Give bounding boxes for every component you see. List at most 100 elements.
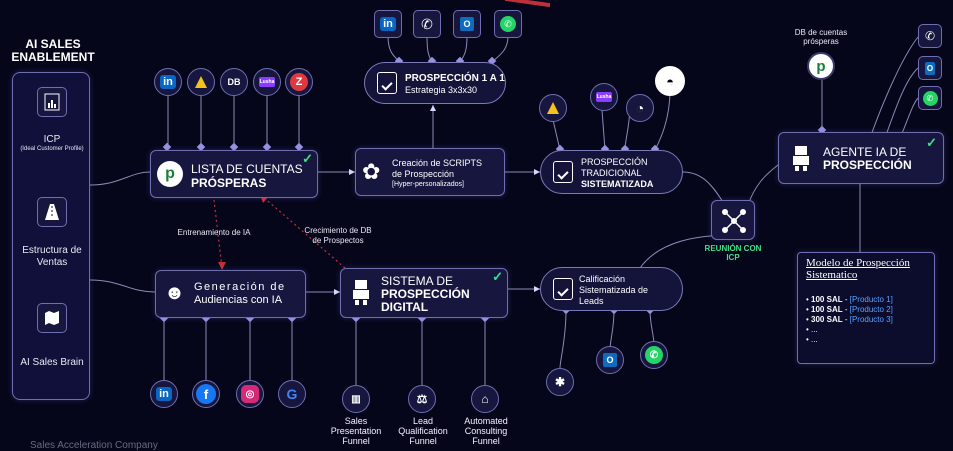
- whatsapp-icon: ✆: [918, 86, 942, 110]
- linkedin-icon-text: in: [160, 75, 176, 89]
- scripts-node[interactable]: ✿ Creación de SCRIPTS de Prospección [Hy…: [355, 148, 505, 196]
- modelo-item: • ...: [806, 325, 818, 334]
- whatsapp-icon: ✆: [494, 10, 522, 38]
- calificacion-line2: Sistematizada de: [579, 285, 649, 295]
- prosp-1a1-title: PROSPECCIÓN 1 A 1: [405, 73, 505, 84]
- ring-icon: ◔: [626, 94, 654, 122]
- chart-doc-icon: [37, 87, 67, 117]
- reunion-label: REUNIÓN CON ICP: [704, 244, 762, 262]
- tradicional-line2: TRADICIONAL: [581, 168, 642, 178]
- modelo-list: • 100 SAL - [Producto 1] • 100 SAL - [Pr…: [806, 295, 893, 345]
- apollo-icon: [539, 94, 567, 122]
- checklist-icon: [377, 72, 397, 94]
- sistema-line1: SISTEMA DE: [381, 274, 454, 288]
- openai-icon: ✿: [362, 159, 381, 184]
- footer-text: Sales Acceleration Company: [30, 440, 158, 451]
- modelo-qty: 100 SAL: [811, 295, 843, 304]
- icp-title: ICP: [43, 134, 61, 145]
- funnel-label-2: Lead Qualification Funnel: [398, 416, 448, 446]
- calificacion-leads-node[interactable]: Calificación Sistematizada de Leads: [540, 267, 683, 311]
- modelo-qty: 300 SAL: [811, 315, 843, 324]
- instagram-icon: ◎: [236, 380, 264, 408]
- left-panel: ICP (Ideal Customer Profile) Estructura …: [12, 72, 90, 400]
- agente-line1: AGENTE IA DE: [823, 145, 907, 159]
- ghost-icon: ◓: [655, 66, 685, 96]
- checklist-icon: [553, 278, 573, 300]
- robot-icon: [351, 279, 371, 310]
- ai-head-icon: ☻: [164, 282, 186, 304]
- lusha-icon: Lusha: [253, 68, 281, 96]
- left-panel-title-line2: ENABLEMENT: [11, 50, 95, 64]
- phone-icon: ✆: [413, 10, 441, 38]
- modelo-item: • 100 SAL - [Producto 2]: [806, 305, 893, 314]
- outlook-icon: O: [453, 10, 481, 38]
- lista-line2: PRÓSPERAS: [191, 176, 267, 190]
- checklist-icon: [553, 161, 573, 183]
- generacion-audiencias-node[interactable]: ☻ Generación de Audiencias con IA: [155, 270, 306, 318]
- prosp-1a1-sub: Estrategia 3x3x30: [405, 85, 478, 95]
- zoominfo-icon: Z: [285, 68, 313, 96]
- modelo-item: • 100 SAL - [Producto 1]: [806, 295, 893, 304]
- linkedin-icon: in: [150, 380, 178, 408]
- scripts-line2: de Prospección: [392, 169, 455, 179]
- zoominfo-icon-text: Z: [290, 73, 308, 91]
- prospeccion-1a1-node[interactable]: PROSPECCIÓN 1 A 1 Estrategia 3x3x30: [364, 62, 506, 104]
- lusha-icon-text: Lusha: [258, 77, 276, 87]
- road-icon: [37, 197, 67, 227]
- scripts-line1: Creación de SCRIPTS: [392, 158, 483, 168]
- modelo-qty: 100 SAL: [811, 305, 843, 314]
- bank-icon: ⌂: [471, 385, 499, 413]
- modelo-item: • ...: [806, 335, 818, 344]
- tradicional-line1: PROSPECCIÓN: [581, 157, 648, 167]
- linkedin-icon: in: [154, 68, 182, 96]
- lista-line1: LISTA DE CUENTAS: [191, 162, 303, 176]
- facebook-icon: f: [192, 380, 220, 408]
- funnel-label-1: Sales Presentation Funnel: [330, 416, 382, 446]
- generacion-line2: Audiencias con IA: [194, 294, 283, 306]
- map-icon: [37, 303, 67, 333]
- check-icon: ✓: [492, 269, 503, 284]
- structure-label: Estructura de Ventas: [22, 245, 82, 268]
- modelo-product: [Producto 2]: [849, 305, 893, 314]
- scripts-line3: [Hyper-personalizados]: [392, 181, 464, 188]
- crecimiento-label: Crecimiento de DB de Prospectos: [304, 226, 372, 245]
- agente-ia-node[interactable]: AGENTE IA DE PROSPECCIÓN ✓: [778, 132, 944, 184]
- reunion-node[interactable]: [711, 200, 755, 240]
- agente-line2: PROSPECCIÓN: [823, 158, 912, 172]
- outlook-icon: O: [596, 346, 624, 374]
- check-icon: ✓: [926, 135, 937, 150]
- calificacion-line1: Calificación: [579, 274, 626, 284]
- outlook-icon: O: [918, 56, 942, 80]
- modelo-prospeccion-box: Modelo de Prospección Sistematico • 100 …: [797, 252, 935, 364]
- network-icon: [721, 208, 747, 239]
- sistema-line3: DIGITAL: [381, 300, 429, 314]
- database-icon-text: DB: [227, 77, 241, 87]
- lista-cuentas-node[interactable]: p LISTA DE CUENTAS PRÓSPERAS ✓: [150, 150, 318, 198]
- robot-icon: [791, 145, 811, 176]
- tradicional-line3: SISTEMATIZADA: [581, 179, 654, 189]
- pipedrive-icon: p: [157, 161, 183, 187]
- whatsapp-icon: ✆: [640, 341, 668, 369]
- google-icon: G: [278, 380, 306, 408]
- lusha-icon: Lusha: [590, 83, 618, 111]
- left-panel-title-line1: AI SALES: [25, 37, 81, 51]
- check-icon: ✓: [302, 151, 313, 166]
- entrenamiento-label: Entrenamiento de IA: [177, 228, 251, 237]
- modelo-product: [Producto 3]: [849, 315, 893, 324]
- brain-label: AI Sales Brain: [20, 357, 84, 368]
- prospeccion-tradicional-node[interactable]: PROSPECCIÓN TRADICIONAL SISTEMATIZADA: [540, 150, 683, 194]
- sistema-prospeccion-node[interactable]: SISTEMA DE PROSPECCIÓN DIGITAL ✓: [340, 268, 508, 318]
- linkedin-icon: in: [374, 10, 402, 38]
- modelo-title: Modelo de Prospección Sistematico: [806, 257, 910, 281]
- apollo-icon: [187, 68, 215, 96]
- modelo-item: • 300 SAL - [Producto 3]: [806, 315, 893, 324]
- puzzle-icon: ✱: [546, 368, 574, 396]
- funnel-label-3: Automated Consulting Funnel: [464, 416, 508, 446]
- funnel-chart-icon: ▥: [342, 385, 370, 413]
- left-panel-title: AI SALES ENABLEMENT: [8, 38, 98, 64]
- database-icon: DB: [220, 68, 248, 96]
- sistema-line2: PROSPECCIÓN: [381, 287, 470, 301]
- generacion-line1: Generación de: [194, 281, 286, 293]
- scale-icon: ⚖: [408, 385, 436, 413]
- icp-subtitle: (Ideal Customer Profile): [20, 146, 84, 152]
